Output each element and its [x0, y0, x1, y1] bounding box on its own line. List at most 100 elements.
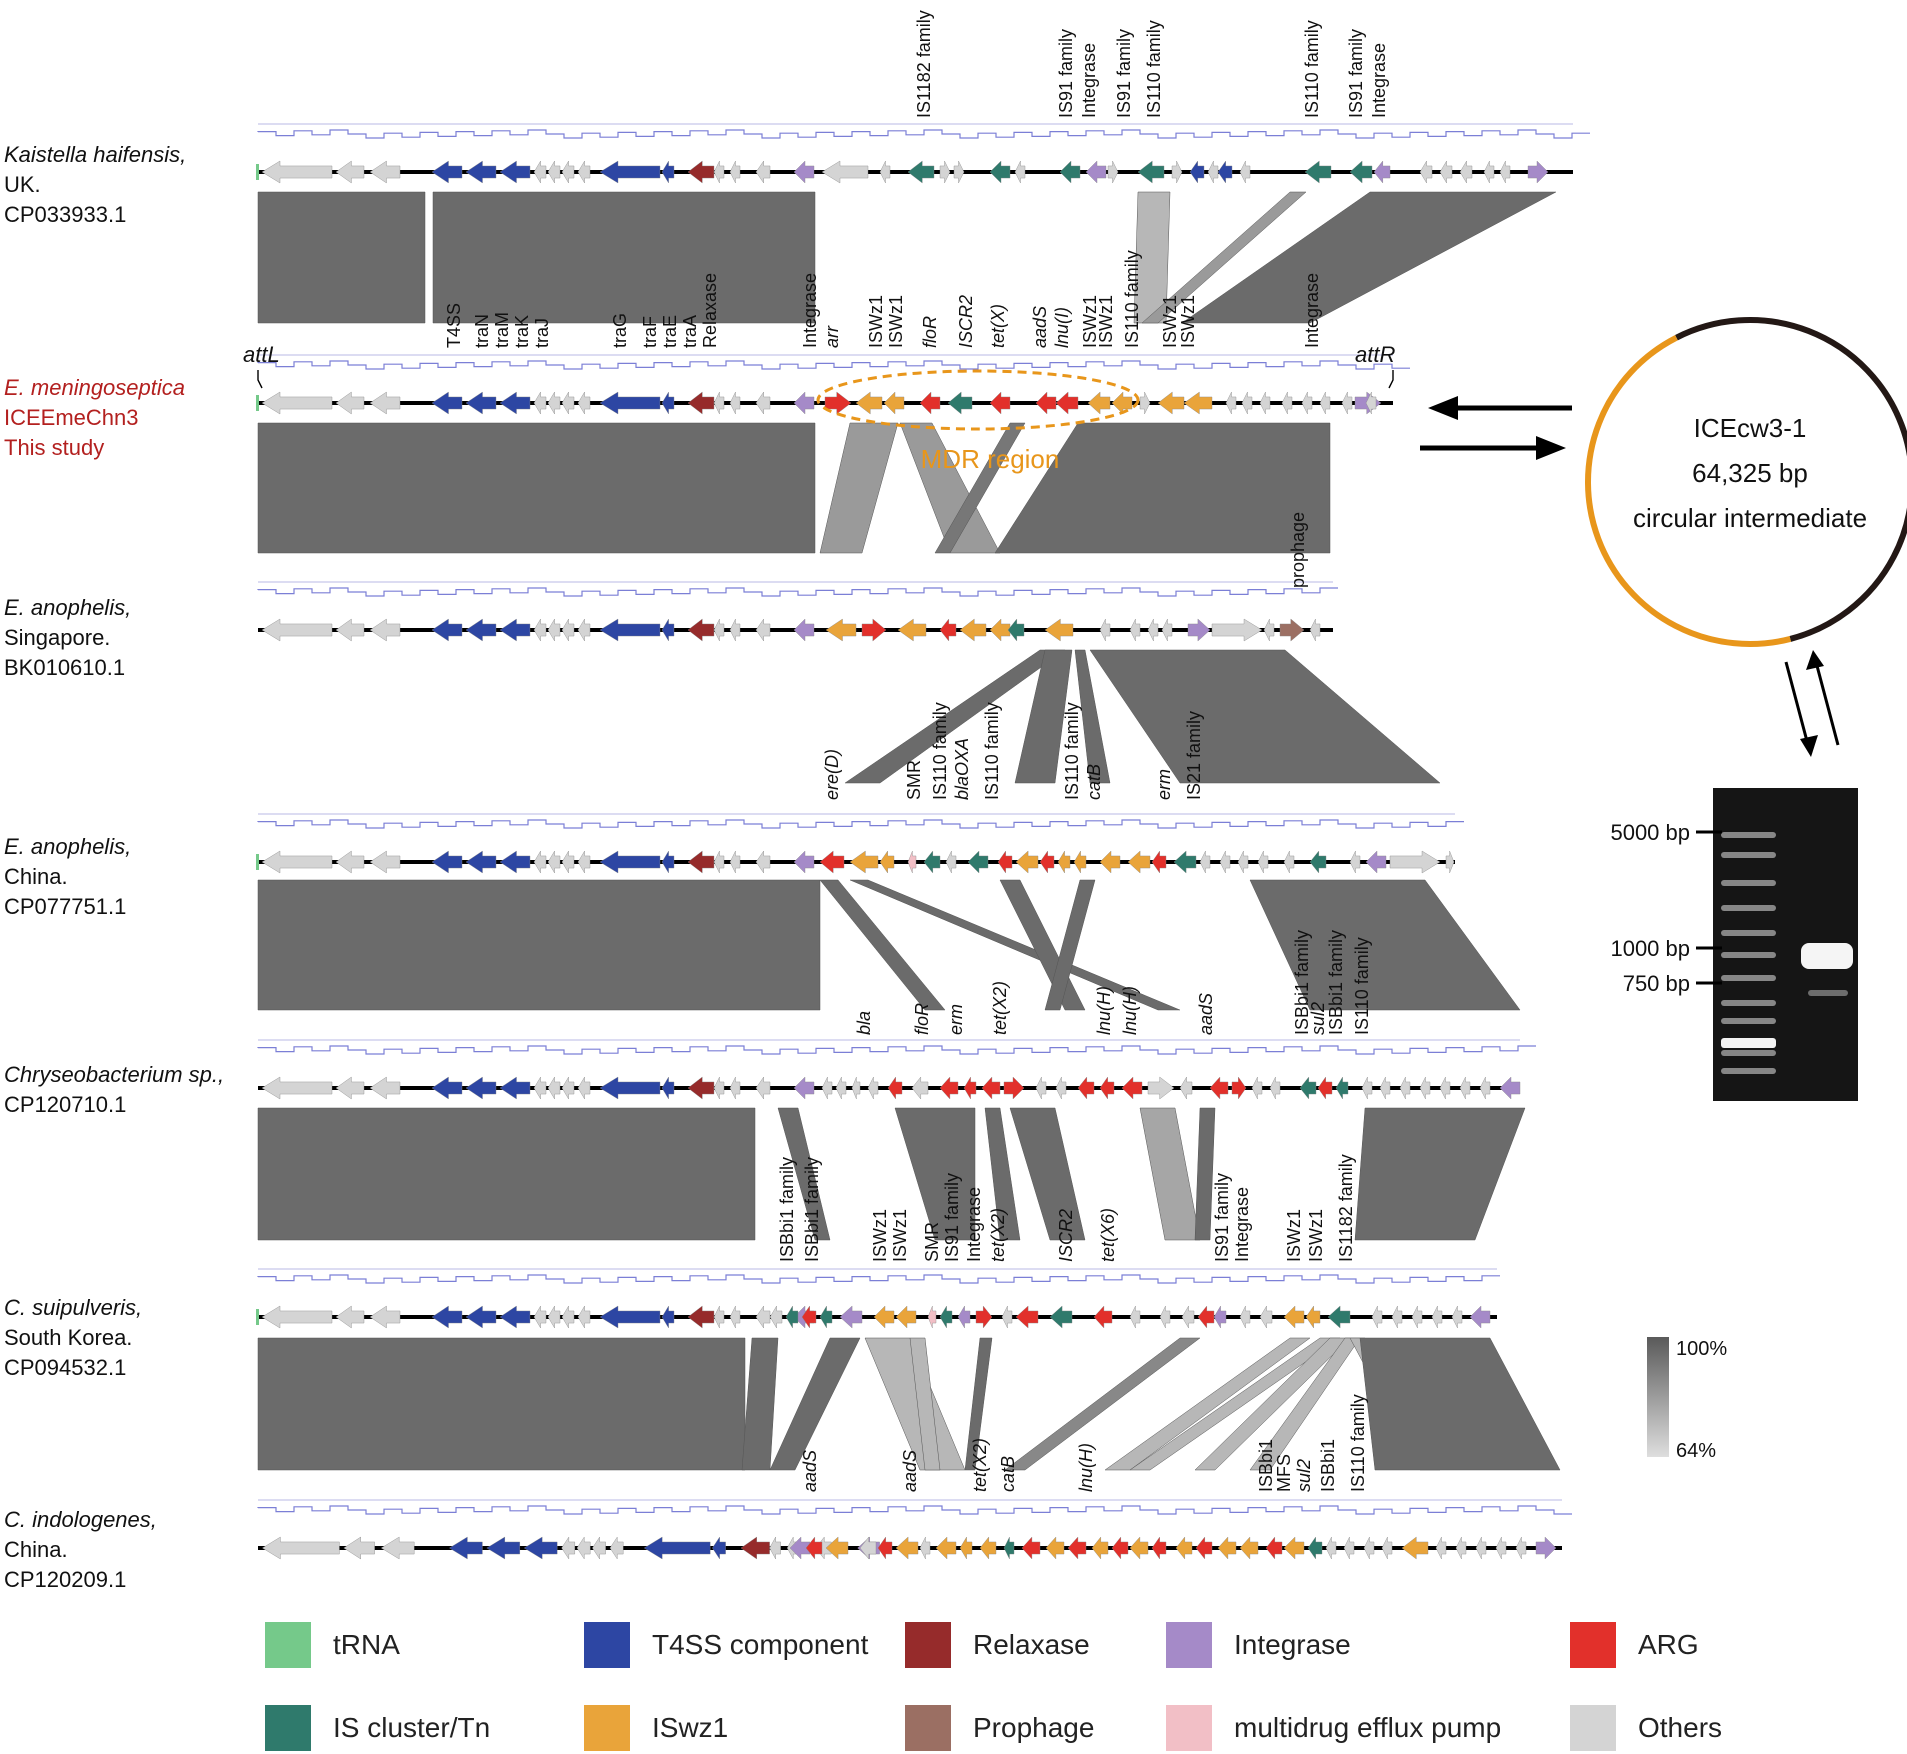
gene-arrow — [1045, 1536, 1065, 1560]
gene-arrow — [1187, 618, 1211, 642]
gene-arrow — [1014, 160, 1026, 184]
gene-arrow — [1439, 160, 1453, 184]
gene-arrow — [1137, 160, 1165, 184]
legend-label: ISwz1 — [652, 1712, 729, 1743]
gene-arrow — [785, 1305, 799, 1329]
gene-arrow — [547, 1305, 561, 1329]
gene-arrow — [1239, 1536, 1259, 1560]
gene-label: Integrase — [800, 273, 820, 348]
gene-arrow — [959, 618, 987, 642]
gene-arrow — [740, 1536, 770, 1560]
gene-label: IS91 family — [942, 1173, 962, 1262]
legend-label: IS cluster/Tn — [333, 1712, 491, 1743]
gene-label: arr — [822, 325, 842, 348]
gene-arrow — [1305, 1305, 1321, 1329]
gene-arrow — [1073, 850, 1087, 874]
legend-swatch — [1570, 1705, 1616, 1751]
gene-arrow — [1361, 1076, 1373, 1100]
gene-arrow — [499, 391, 531, 415]
gene-arrow — [561, 618, 575, 642]
gene-arrow — [1269, 1076, 1281, 1100]
gene-arrow — [1349, 160, 1373, 184]
gene-arrow — [533, 1305, 547, 1329]
homology-band — [1004, 1337, 1201, 1471]
gene-arrow — [1147, 618, 1159, 642]
gene-arrow — [1365, 391, 1377, 415]
gene-arrow — [1495, 1536, 1507, 1560]
homology-band — [819, 879, 946, 1011]
gene-arrow — [1003, 1536, 1015, 1560]
gene-arrow — [1499, 1076, 1521, 1100]
gene-label: IS1182 family — [1336, 1154, 1356, 1262]
gene-label: IS110 family — [1352, 937, 1372, 1035]
gel-ladder-band — [1721, 1068, 1776, 1074]
legend-item: Relaxase — [905, 1622, 1090, 1668]
gene-label: ISBbi1 family — [1326, 930, 1346, 1035]
gene-arrow — [1265, 1536, 1283, 1560]
gene-arrow — [935, 1536, 957, 1560]
species-name: C. indologenes, — [4, 1507, 157, 1532]
gene-arrow — [819, 850, 845, 874]
legend-swatch — [1570, 1622, 1616, 1668]
gene-arrow — [380, 1536, 415, 1560]
gene-arrow — [561, 1536, 575, 1560]
gene-arrow — [1241, 391, 1253, 415]
gene-arrow — [577, 1076, 591, 1100]
gene-arrow — [959, 1536, 973, 1560]
gene-arrow — [431, 1076, 463, 1100]
gene-arrow — [793, 850, 815, 874]
gene-arrow — [883, 391, 905, 415]
gene-arrow — [713, 850, 725, 874]
gene-arrow — [1007, 618, 1025, 642]
gene-arrow — [1195, 1536, 1213, 1560]
gene-arrow — [599, 391, 661, 415]
gene-arrow — [1217, 160, 1233, 184]
gene-arrow — [1401, 1536, 1429, 1560]
legend-item: IS cluster/Tn — [265, 1705, 490, 1751]
gene-arrow — [547, 850, 561, 874]
gene-arrow — [643, 1536, 711, 1560]
gc-content-trace — [257, 360, 1410, 370]
gene-label: IS110 family — [1144, 20, 1164, 118]
gel-marker-label: 750 bp — [1623, 971, 1690, 996]
gene-arrow — [1349, 850, 1361, 874]
gene-label: aadS — [800, 1450, 820, 1492]
gene-arrow — [661, 391, 675, 415]
gene-label: ISWz1 — [890, 1209, 910, 1262]
gene-arrow — [1301, 391, 1313, 415]
gene-label: tet(X2) — [988, 1208, 1008, 1262]
gene-arrow — [1129, 1305, 1141, 1329]
gene-label: ISWz1 — [1306, 1209, 1326, 1262]
legend-label: ARG — [1638, 1629, 1699, 1660]
legend-label: T4SS component — [652, 1629, 869, 1660]
gene-arrow — [1455, 1536, 1467, 1560]
gene-arrow — [335, 391, 365, 415]
gene-arrow — [561, 850, 575, 874]
gene-label: floR — [912, 1003, 932, 1035]
gene-label: ISBbi1 — [1318, 1439, 1338, 1492]
gene-label: sul2 — [1294, 1459, 1314, 1492]
mdr-region-outline — [816, 369, 1140, 431]
gene-arrow — [1237, 850, 1249, 874]
gene-arrow — [1179, 1076, 1193, 1100]
gene-label: catB — [1084, 764, 1104, 800]
pcr-arrow-up — [1814, 661, 1840, 746]
gel-ladder-band — [1721, 852, 1776, 858]
gene-arrow — [1317, 1076, 1333, 1100]
homology-band — [819, 422, 899, 554]
gene-arrow — [343, 1536, 375, 1560]
track-label-anophelis-cn: E. anophelis, China. CP077751.1 — [4, 832, 131, 922]
gene-arrow — [1283, 850, 1295, 874]
gel-ladder-band — [1721, 1018, 1776, 1024]
gene-label: Integrase — [964, 1187, 984, 1262]
gene-arrow — [939, 1305, 953, 1329]
gel-ladder-band — [1721, 880, 1776, 886]
circle-size: 64,325 bp — [1692, 458, 1808, 488]
homology-band — [964, 1337, 993, 1471]
gene-arrow — [687, 391, 715, 415]
gene-label: erm — [946, 1004, 966, 1035]
gene-arrow — [1055, 391, 1079, 415]
homology-band — [894, 1107, 976, 1241]
gene-label: IS110 family — [982, 702, 1002, 800]
gene-label: tet(X2) — [990, 981, 1010, 1035]
